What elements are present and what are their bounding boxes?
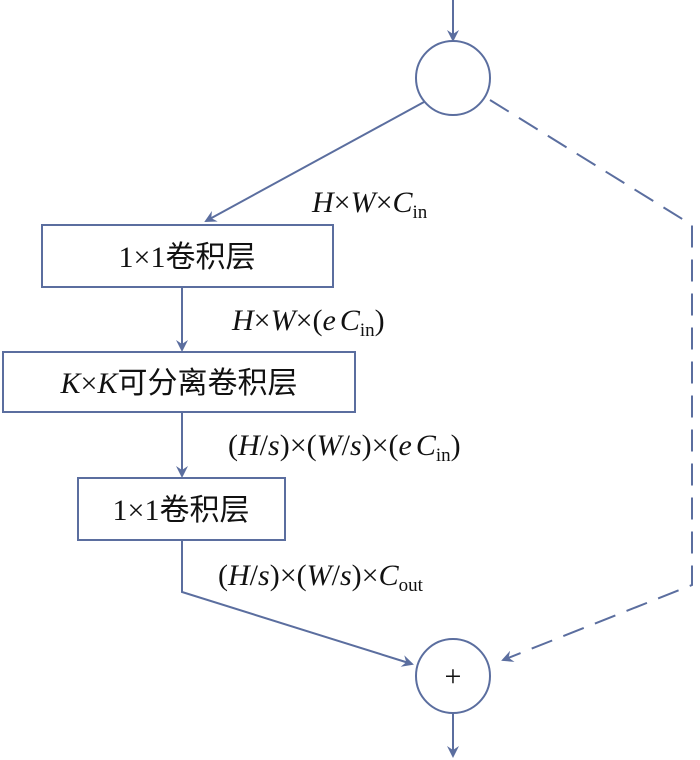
conv1x1-project-box [77,477,286,541]
arrow-to-conv1 [204,101,425,222]
input-node [415,40,491,116]
conv1x1-expand-box [41,224,334,288]
shape-label-input: H×W×Cin [311,186,428,223]
shape-label-output: (H/s)×(W/s)×Cout [218,559,424,596]
depthwise-conv-label: K×K可分离卷积层 [60,367,298,400]
shortcut-connection [489,99,693,662]
arrow-to-add [181,540,414,667]
conv1x1-expand-label: 1×1卷积层 [119,241,256,274]
depthwise-conv-box [2,351,356,413]
plus-icon: + [445,660,462,693]
conv1x1-project-label: 1×1卷积层 [113,494,250,527]
